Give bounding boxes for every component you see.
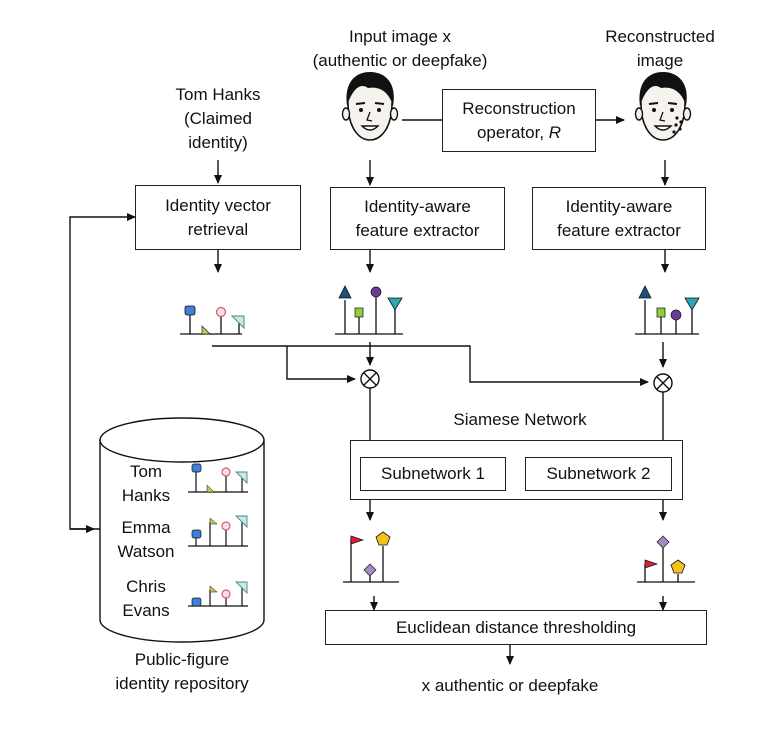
input-face-icon bbox=[341, 72, 399, 141]
claimed-identity-vector-icon bbox=[180, 305, 245, 335]
repository-caption-line2: identity repository bbox=[115, 674, 249, 693]
retrieval-line1: Identity vector bbox=[165, 195, 271, 215]
repo-entry-tom: Tom Hanks bbox=[108, 460, 184, 508]
claimed-identity-label: Tom Hanks (Claimed identity) bbox=[150, 83, 286, 155]
output-label: x authentic or deepfake bbox=[421, 676, 599, 695]
repo-entry-emma-line2: Watson bbox=[117, 542, 175, 561]
reconstructed-label-line2: image bbox=[636, 51, 684, 70]
multiply-node-2 bbox=[653, 373, 673, 393]
input-image-label: Input image x (authentic or deepfake) bbox=[295, 25, 505, 73]
reconstruction-variable: R bbox=[548, 122, 562, 142]
reconstructed-label-line1: Reconstructed bbox=[605, 27, 715, 46]
claimed-label-line3: identity) bbox=[188, 133, 248, 152]
euclidean-thresholding-box: Euclidean distance thresholding bbox=[325, 610, 707, 645]
reconstruction-operator-box: Reconstruction operator, R bbox=[442, 89, 596, 152]
extractor1-line1: Identity-aware bbox=[364, 196, 471, 216]
extractor2-line1: Identity-aware bbox=[565, 196, 673, 216]
subnetwork-2-box: Subnetwork 2 bbox=[525, 457, 672, 491]
multiply-node-1 bbox=[360, 369, 380, 389]
input-feature-vector-icon bbox=[335, 285, 403, 335]
repo-vector-chris-icon bbox=[188, 581, 248, 607]
extractor2-line2: feature extractor bbox=[557, 220, 681, 240]
input-label-line2: (authentic or deepfake) bbox=[312, 51, 488, 70]
route-claimed-vector-branch bbox=[286, 346, 356, 383]
input-label-line1: Input image x bbox=[348, 27, 452, 46]
siamese-network-title: Siamese Network bbox=[453, 410, 587, 429]
embedding-2-icon bbox=[637, 535, 695, 583]
embedding-1-icon bbox=[343, 531, 399, 583]
feature-extractor-1-box: Identity-aware feature extractor bbox=[330, 187, 505, 250]
repo-entry-chris: Chris Evans bbox=[108, 575, 184, 623]
reconstructed-feature-vector-icon bbox=[635, 285, 700, 335]
repo-vector-tom-icon bbox=[188, 463, 248, 493]
repo-entry-tom-line2: Hanks bbox=[121, 486, 171, 505]
subnetwork-1-box: Subnetwork 1 bbox=[360, 457, 506, 491]
repository-caption: Public-figure identity repository bbox=[100, 648, 264, 696]
identity-vector-retrieval-box: Identity vector retrieval bbox=[135, 185, 301, 250]
repository-caption-line1: Public-figure bbox=[134, 650, 230, 669]
reconstruction-line2: operator, bbox=[476, 122, 549, 142]
reconstruction-line1: Reconstruction bbox=[462, 98, 576, 118]
claimed-label-line1: Tom Hanks bbox=[175, 85, 261, 104]
repo-entry-emma-line1: Emma bbox=[121, 518, 171, 537]
repo-vector-emma-icon bbox=[188, 515, 248, 547]
repo-entry-chris-line2: Evans bbox=[122, 601, 170, 620]
retrieval-line2: retrieval bbox=[187, 219, 249, 239]
route-claimed-vector bbox=[212, 345, 649, 386]
reconstructed-image-label: Reconstructed image bbox=[575, 25, 745, 73]
feature-extractor-2-box: Identity-aware feature extractor bbox=[532, 187, 706, 250]
reconstructed-face-icon bbox=[634, 72, 692, 141]
claimed-label-line2: (Claimed bbox=[183, 109, 253, 128]
extractor1-line2: feature extractor bbox=[355, 220, 480, 240]
repo-entry-tom-line1: Tom bbox=[129, 462, 163, 481]
repo-entry-emma: Emma Watson bbox=[108, 516, 184, 564]
repo-entry-chris-line1: Chris bbox=[126, 577, 166, 596]
